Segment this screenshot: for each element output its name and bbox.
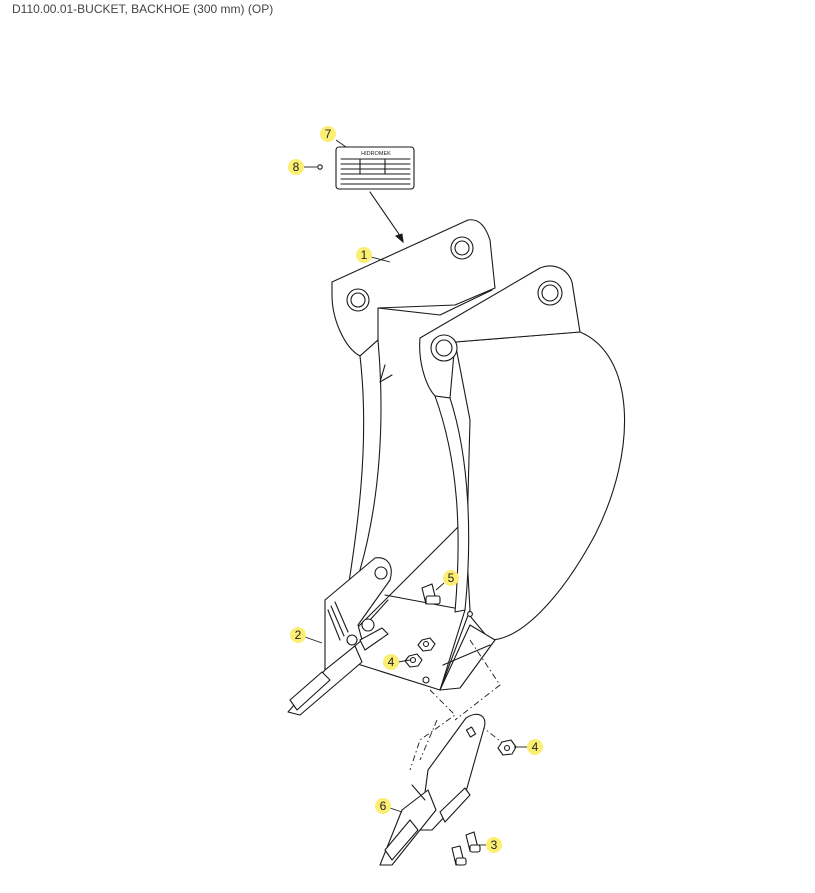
identification-plate[interactable]: HIDROMEK bbox=[335, 146, 415, 190]
callout-4-upper[interactable]: 4 bbox=[383, 654, 399, 670]
callout-4-upper-label: 4 bbox=[388, 655, 395, 669]
nut-4-tooth[interactable] bbox=[497, 739, 517, 756]
callout-2-label: 2 bbox=[295, 628, 302, 642]
callout-3-label: 3 bbox=[491, 838, 498, 852]
plate-rivet[interactable] bbox=[317, 164, 323, 170]
callout-1[interactable]: 1 bbox=[356, 247, 372, 263]
nut-4-upper[interactable] bbox=[417, 637, 436, 652]
callout-7[interactable]: 7 bbox=[320, 126, 336, 142]
bolts-3[interactable] bbox=[451, 831, 481, 866]
callout-7-label: 7 bbox=[325, 127, 332, 141]
callout-6-label: 6 bbox=[380, 799, 387, 813]
callout-5-label: 5 bbox=[448, 571, 455, 585]
callout-8[interactable]: 8 bbox=[288, 159, 304, 175]
side-cutter-left[interactable] bbox=[287, 557, 392, 716]
diagram-title: D110.00.01-BUCKET, BACKHOE (300 mm) (OP) bbox=[12, 2, 274, 16]
callout-4-lower[interactable]: 4 bbox=[527, 739, 543, 755]
callout-2[interactable]: 2 bbox=[290, 627, 306, 643]
callout-5[interactable]: 5 bbox=[443, 570, 459, 586]
bucket-body[interactable] bbox=[331, 219, 626, 691]
plate-brand: HIDROMEK bbox=[361, 151, 391, 157]
tooth-adapter-right[interactable] bbox=[379, 713, 486, 866]
callout-1-label: 1 bbox=[361, 248, 368, 262]
nut-4-lower[interactable] bbox=[404, 653, 423, 668]
callout-8-label: 8 bbox=[293, 160, 300, 174]
bolt-5[interactable] bbox=[421, 583, 441, 605]
callout-4-lower-label: 4 bbox=[532, 740, 539, 754]
callout-3[interactable]: 3 bbox=[486, 837, 502, 853]
callout-6[interactable]: 6 bbox=[375, 798, 391, 814]
